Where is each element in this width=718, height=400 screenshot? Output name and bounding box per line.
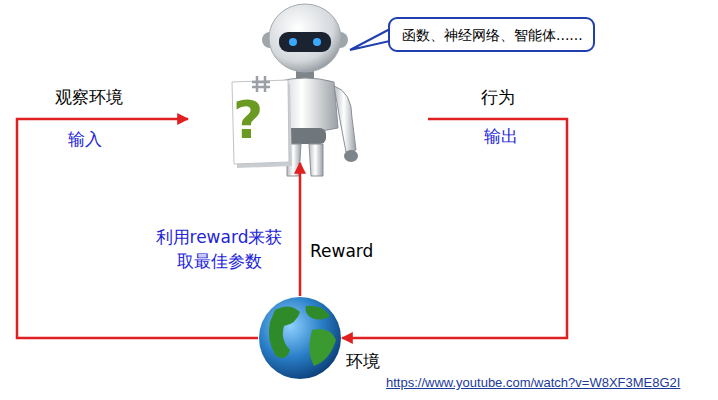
- globe-figure: [259, 297, 341, 379]
- edge-label: 观察环境: [55, 86, 123, 108]
- environment-globe: 环境: [258, 296, 342, 380]
- question-card: [232, 76, 292, 168]
- callout-bubble: 函数、神经网络、智能体......: [388, 17, 595, 52]
- action-arrow: [342, 119, 567, 338]
- callout-text: 函数、神经网络、智能体......: [402, 20, 583, 51]
- output-label: 输出: [484, 125, 518, 149]
- edge-label: Reward: [310, 240, 373, 262]
- input-label: 输入: [68, 128, 102, 152]
- edge-label: 行为: [481, 86, 515, 108]
- reward-arrow: [299, 163, 302, 296]
- question-mark: ?: [233, 92, 263, 149]
- environment-label: 环境: [346, 352, 380, 371]
- source-url: https://www.youtube.com/watch?v=W8XF3ME8…: [386, 374, 680, 392]
- callout-tail: [350, 29, 390, 50]
- reward-note: 利用reward来获取最佳参数: [150, 226, 288, 274]
